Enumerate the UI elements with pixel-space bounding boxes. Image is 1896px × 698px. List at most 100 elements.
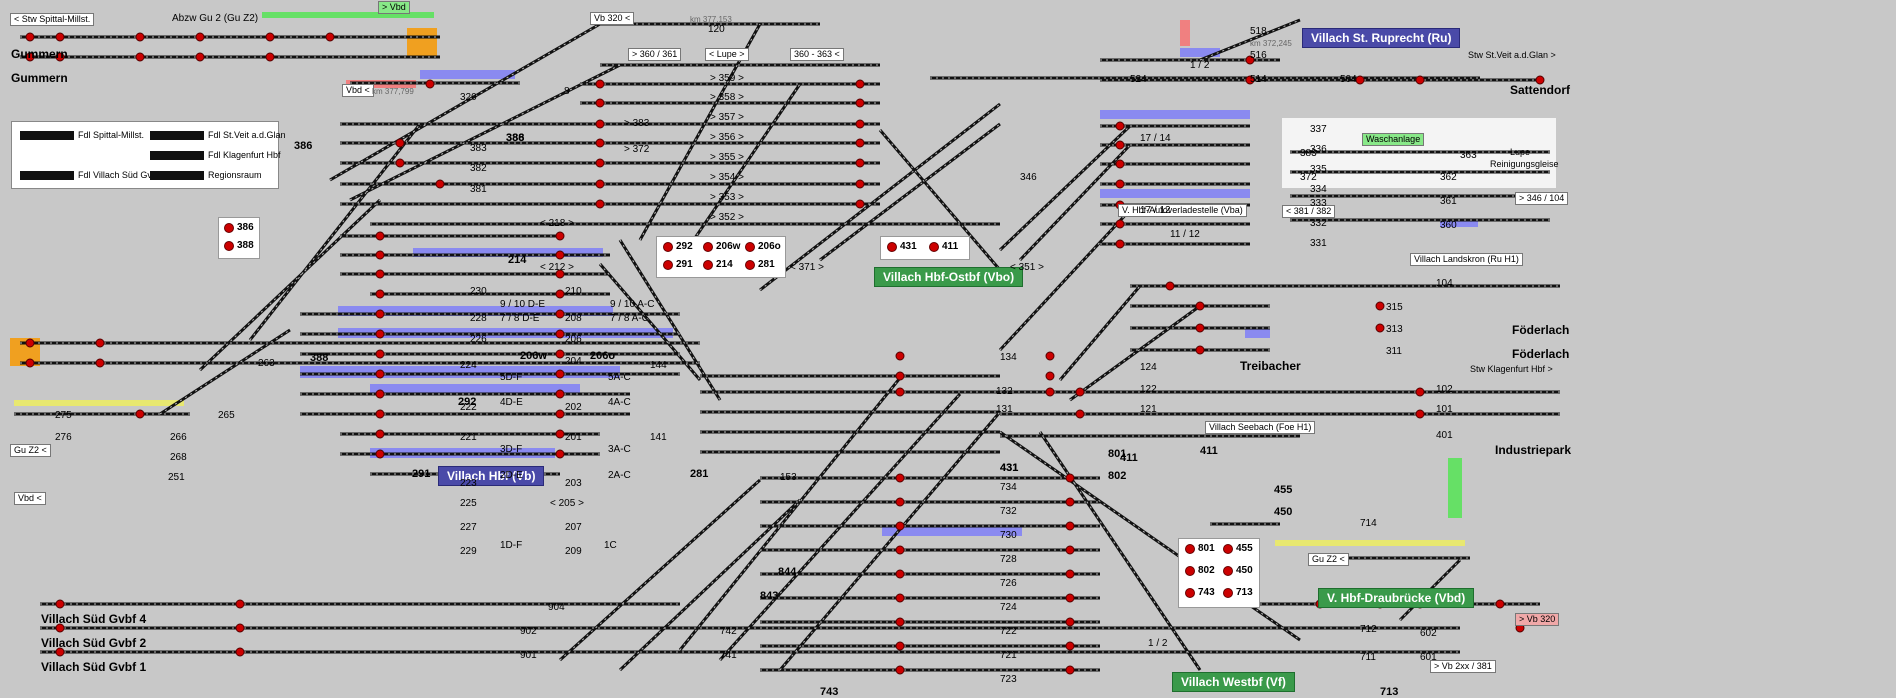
station-hbf-ostbf[interactable]: Villach Hbf-Ostbf (Vbo) <box>874 267 1024 287</box>
signal-icon[interactable] <box>425 79 435 89</box>
track-number-label[interactable]: 206 <box>565 334 582 345</box>
signal-icon[interactable] <box>375 289 385 299</box>
signal-number-label[interactable]: 450 <box>1274 506 1293 518</box>
signal-icon[interactable] <box>1115 121 1125 131</box>
track-number-label[interactable]: 714 <box>1360 518 1377 529</box>
track-number-label[interactable]: 207 <box>565 522 582 533</box>
signal-icon[interactable] <box>855 158 865 168</box>
signal-icon[interactable] <box>895 545 905 555</box>
signal-icon[interactable] <box>1415 409 1425 419</box>
track-number-label[interactable]: 210 <box>565 286 582 297</box>
signal-icon[interactable] <box>895 497 905 507</box>
track-number-label[interactable]: 121 <box>1140 404 1157 415</box>
signal-number-label[interactable]: 206w <box>520 350 547 362</box>
track-number-label[interactable]: 153 <box>780 472 797 483</box>
signal-icon[interactable] <box>595 98 605 108</box>
signal-number-label[interactable]: 411 <box>1120 452 1138 464</box>
signal-icon[interactable] <box>235 599 245 609</box>
signal-icon[interactable] <box>1065 521 1075 531</box>
track-number-label[interactable]: 724 <box>1000 602 1017 613</box>
track-number-label[interactable]: < 218 > <box>540 218 574 229</box>
signal-number-label[interactable]: 411 <box>1200 445 1218 457</box>
track-number-label[interactable]: 134 <box>1000 352 1017 363</box>
track-number-label[interactable]: 204 <box>565 356 582 367</box>
track-number-label[interactable]: 336 <box>1310 144 1327 155</box>
signal-icon[interactable] <box>1065 665 1075 675</box>
track-number-label[interactable]: 104 <box>1436 278 1453 289</box>
signal-icon[interactable] <box>595 158 605 168</box>
direction-label[interactable]: < 381 / 382 <box>1282 205 1336 218</box>
signal-icon[interactable] <box>1115 179 1125 189</box>
track-number-label[interactable]: 333 <box>1310 198 1327 209</box>
track-number-label[interactable]: 223 <box>460 478 477 489</box>
signal-icon[interactable] <box>25 358 35 368</box>
signal-icon[interactable] <box>855 119 865 129</box>
track-number-label[interactable]: > 359 > <box>710 73 744 84</box>
direction-label[interactable]: Gu Z2 < <box>1308 553 1349 566</box>
direction-label[interactable]: Stw Klagenfurt Hbf > <box>1470 364 1553 374</box>
direction-label[interactable]: Gu Z2 < <box>10 444 51 457</box>
track-number-label[interactable]: 265 <box>218 410 235 421</box>
track-number-label[interactable]: 401 <box>1436 430 1453 441</box>
lupe-button[interactable]: < Lupe > <box>705 48 749 61</box>
signal-icon[interactable] <box>375 269 385 279</box>
direction-label[interactable]: > Vb 320 <box>1515 613 1560 626</box>
track-number-label[interactable]: 132 <box>996 386 1013 397</box>
direction-label[interactable]: Stw St.Veit a.d.Glan > <box>1468 50 1556 60</box>
signal-icon[interactable] <box>55 623 65 633</box>
signal-icon[interactable] <box>555 349 565 359</box>
signal-icon[interactable] <box>1065 569 1075 579</box>
track-number-label[interactable]: 721 <box>1000 650 1017 661</box>
signal-number-label[interactable]: 388 <box>506 132 525 144</box>
track-number-label[interactable]: 251 <box>168 472 185 483</box>
signal-icon[interactable] <box>1065 473 1075 483</box>
track-number-label[interactable]: 230 <box>470 286 487 297</box>
signal-icon[interactable] <box>555 409 565 419</box>
track-number-label[interactable]: 144 <box>650 360 667 371</box>
signal-icon[interactable] <box>855 199 865 209</box>
track-number-label[interactable]: 228 <box>470 313 487 324</box>
signal-icon[interactable] <box>375 389 385 399</box>
signal-icon[interactable] <box>1535 75 1545 85</box>
signal-icon[interactable] <box>25 32 35 42</box>
track-number-label[interactable]: > 358 > <box>710 92 744 103</box>
signal-number-label[interactable]: 455 <box>1274 484 1293 496</box>
signal-number-label[interactable]: 802 <box>1108 470 1127 482</box>
signal-icon[interactable] <box>325 32 335 42</box>
signal-number-label[interactable]: 281 <box>690 468 709 480</box>
track-number-label[interactable]: 372 <box>1300 172 1317 183</box>
track-number-label[interactable]: 311 <box>1386 346 1402 357</box>
track-number-label[interactable]: 524 <box>1130 74 1147 85</box>
signal-icon[interactable] <box>375 409 385 419</box>
track-number-label[interactable]: 337 <box>1310 124 1327 135</box>
signal-icon[interactable] <box>1115 140 1125 150</box>
signal-icon[interactable] <box>265 52 275 62</box>
signal-icon[interactable] <box>235 623 245 633</box>
signal-icon[interactable] <box>55 599 65 609</box>
track-number-label[interactable]: > 383 <box>624 118 650 129</box>
track-number-label[interactable]: > 355 > <box>710 152 744 163</box>
signal-icon[interactable] <box>1045 371 1055 381</box>
signal-icon[interactable] <box>375 429 385 439</box>
signal-icon[interactable] <box>895 665 905 675</box>
signal-icon[interactable] <box>195 52 205 62</box>
signal-icon[interactable] <box>1165 281 1175 291</box>
track-number-label[interactable]: 315 <box>1386 302 1403 313</box>
track-number-label[interactable]: 334 <box>1310 184 1327 195</box>
signal-icon[interactable] <box>1375 301 1385 311</box>
signal-icon[interactable] <box>1065 593 1075 603</box>
signal-icon[interactable] <box>855 138 865 148</box>
track-number-label[interactable]: 726 <box>1000 578 1017 589</box>
track-number-label[interactable]: > 354 > <box>710 172 744 183</box>
track-number-label[interactable]: 734 <box>1000 482 1017 493</box>
signal-icon[interactable] <box>1075 387 1085 397</box>
track-number-label[interactable]: 331 <box>1310 238 1327 249</box>
track-number-label[interactable]: 276 <box>55 432 72 443</box>
signal-icon[interactable] <box>375 369 385 379</box>
signal-icon[interactable] <box>95 338 105 348</box>
track-number-label[interactable]: 122 <box>1140 384 1157 395</box>
track-number-label[interactable]: 208 <box>565 313 582 324</box>
signal-icon[interactable] <box>1355 75 1365 85</box>
direction-label[interactable]: > 360 / 361 <box>628 48 682 61</box>
track-number-label[interactable]: 225 <box>460 498 477 509</box>
